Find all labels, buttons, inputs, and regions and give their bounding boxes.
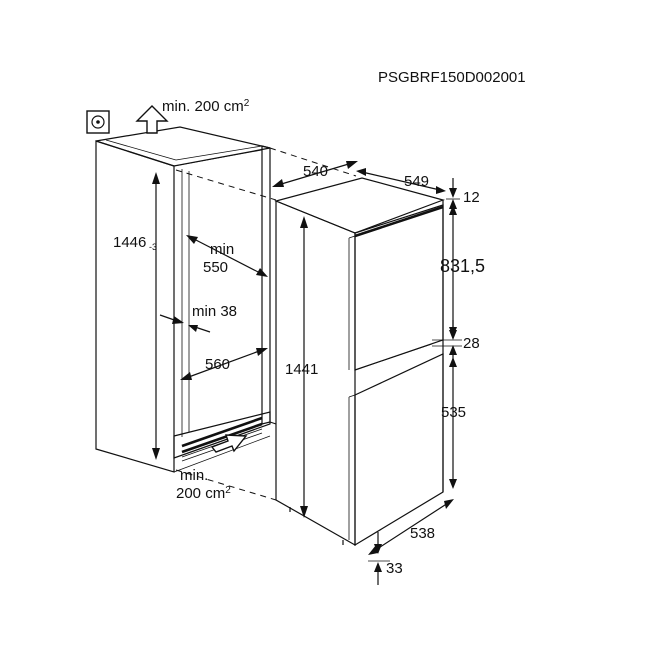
clearance-dimension bbox=[159, 314, 211, 333]
model-code: PSGBRF150D002001 bbox=[378, 69, 526, 86]
lower-door-label: 535 bbox=[441, 404, 466, 421]
door-depth-dimension bbox=[368, 499, 454, 555]
niche-height-dimension bbox=[152, 172, 160, 460]
upper-door-label: 831,5 bbox=[440, 256, 485, 276]
appliance-width-dimension bbox=[272, 161, 358, 187]
niche-depth-dimension bbox=[186, 235, 268, 277]
niche-width-label: 560 bbox=[205, 356, 230, 373]
socket-icon bbox=[86, 110, 110, 134]
appliance-width-label: 540 bbox=[303, 163, 328, 180]
vent-grille bbox=[181, 416, 263, 462]
door-depth-label: 538 bbox=[410, 525, 435, 542]
bottom-gap-label: 33 bbox=[386, 560, 403, 577]
top-gap-label: 12 bbox=[463, 189, 480, 206]
lower-door-dimension bbox=[449, 357, 457, 489]
niche-depth-min-label: min bbox=[210, 241, 234, 258]
appliance-height-dimension bbox=[300, 216, 308, 518]
clearance-label: min 38 bbox=[192, 303, 237, 320]
ventilation-top-label: min. 200 cm2 bbox=[162, 98, 250, 116]
arrow-right-icon bbox=[210, 434, 248, 453]
appliance-depth-label: 549 bbox=[404, 173, 429, 190]
arrow-up-icon bbox=[135, 105, 169, 134]
appliance-height-label: 1441 bbox=[285, 361, 318, 378]
ventilation-bottom-label: 200 cm2 bbox=[176, 485, 231, 503]
alignment-lines bbox=[175, 147, 357, 501]
door-gap-label: 28 bbox=[463, 335, 480, 352]
niche-cabinet bbox=[95, 126, 271, 473]
niche-width-dimension bbox=[180, 348, 268, 380]
bottom-gap-dimension bbox=[368, 532, 390, 585]
door-gap-dimension bbox=[432, 320, 462, 362]
appliance-depth-dimension bbox=[356, 168, 446, 194]
niche-depth-value: 550 bbox=[203, 259, 228, 276]
ventilation-bottom-line1: min. bbox=[180, 467, 208, 484]
niche-height-tolerance: -3 bbox=[149, 242, 157, 252]
niche-height-label: 1446 bbox=[113, 234, 146, 251]
